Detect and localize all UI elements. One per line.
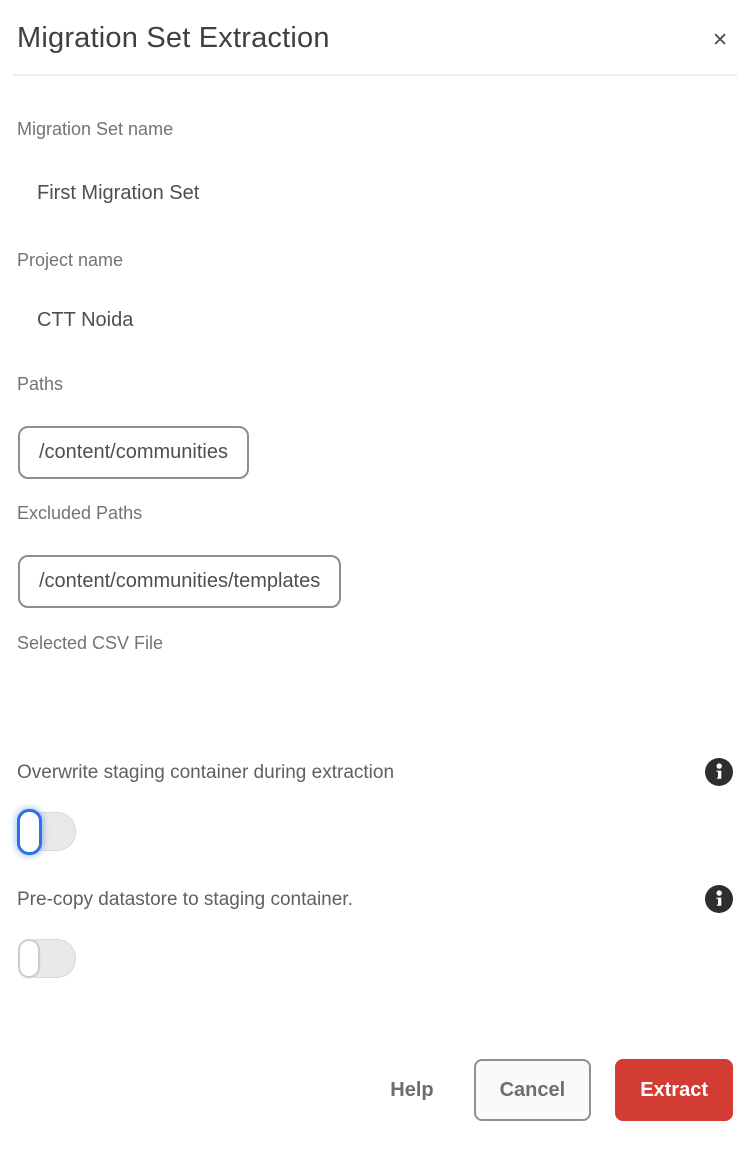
excluded-path-tag[interactable]: /content/communities/templates [18, 555, 342, 608]
path-tag[interactable]: /content/communities [18, 426, 249, 479]
field-label-paths: Paths [17, 374, 64, 394]
field-value-migration-set-name: First Migration Set [37, 182, 200, 204]
extract-button[interactable]: Extract [615, 1059, 733, 1121]
header-divider [13, 74, 737, 76]
precopy-toggle-switch[interactable] [18, 939, 76, 978]
precopy-toggle-row: Pre-copy datastore to staging container. [0, 885, 750, 913]
overwrite-toggle-switch[interactable] [17, 809, 76, 855]
field-label-project-name: Project name [17, 250, 124, 270]
overwrite-toggle-label: Overwrite staging container during extra… [17, 761, 395, 783]
dialog-title: Migration Set Extraction [17, 22, 330, 54]
precopy-toggle-label: Pre-copy datastore to staging container. [17, 888, 353, 910]
cancel-button[interactable]: Cancel [473, 1059, 592, 1121]
toggle-knob [17, 809, 42, 855]
info-icon[interactable] [705, 758, 733, 786]
toggle-knob [18, 939, 40, 978]
help-button[interactable]: Help [382, 1059, 441, 1121]
info-icon[interactable] [705, 885, 733, 913]
field-label-selected-csv-file: Selected CSV File [17, 633, 164, 653]
field-label-migration-set-name: Migration Set name [17, 119, 174, 139]
dialog-footer: Help Cancel Extract [0, 1059, 750, 1121]
field-value-project-name: CTT Noida [37, 309, 134, 331]
close-icon[interactable]: ✕ [712, 29, 728, 51]
dialog-header: Migration Set Extraction ✕ [0, 0, 750, 58]
overwrite-toggle-row: Overwrite staging container during extra… [0, 758, 750, 786]
field-label-excluded-paths: Excluded Paths [17, 503, 143, 523]
